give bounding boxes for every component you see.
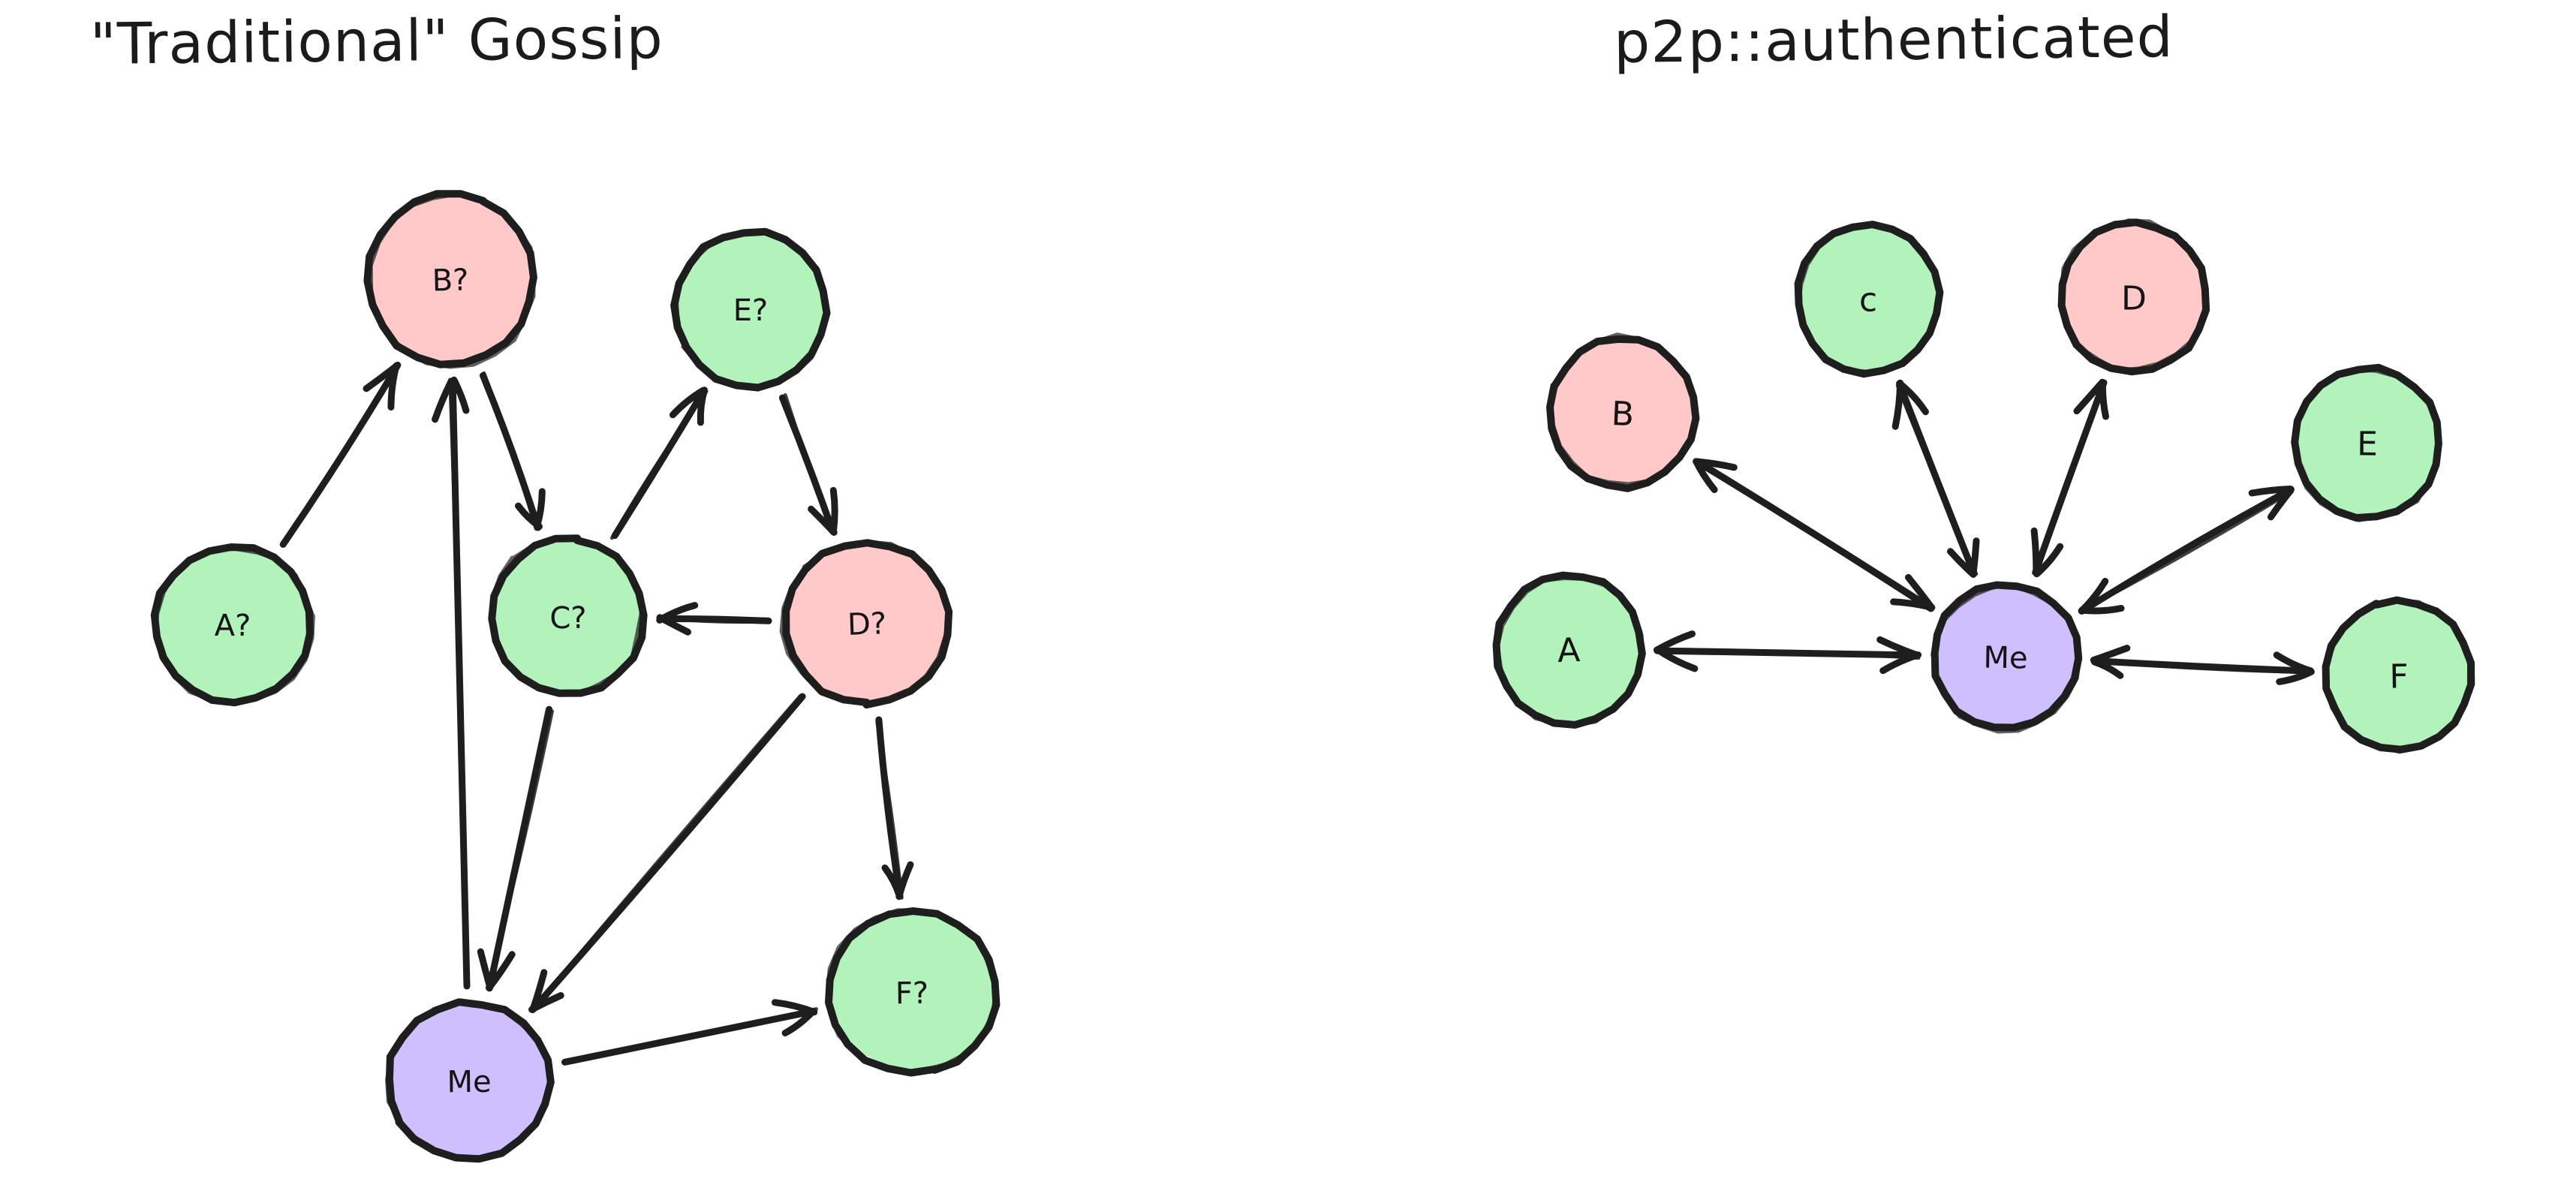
- edge-traditional-gossip-A-to-B: [279, 361, 402, 548]
- edge-traditional-gossip-D-to-F: [875, 716, 914, 901]
- node-traditional-gossip-A[interactable]: A?: [150, 543, 315, 707]
- edge-p2p-authenticated-Me-to-D: [2030, 378, 2109, 578]
- node-p2p-authenticated-D[interactable]: D: [2057, 218, 2210, 376]
- node-p2p-authenticated-F[interactable]: F: [2322, 596, 2475, 754]
- node-layer: A? B? C? D? E? F? Me: [150, 190, 1001, 1163]
- edge-layer: [279, 361, 914, 1066]
- edge-traditional-gossip-D-to-C: [656, 602, 772, 636]
- edge-p2p-authenticated-Me-to-B: [1693, 458, 1936, 612]
- node-traditional-gossip-C[interactable]: C?: [488, 534, 648, 697]
- edge-p2p-authenticated-Me-to-F: [2090, 645, 2315, 685]
- node-traditional-gossip-E[interactable]: E?: [670, 227, 831, 392]
- edge-traditional-gossip-C-to-E: [609, 386, 709, 540]
- edge-p2p-authenticated-Me-to-A: [1653, 630, 1922, 675]
- node-p2p-authenticated-A[interactable]: A: [1492, 571, 1646, 729]
- panel-traditional-gossip: A? B? C? D? E? F? Me: [150, 190, 1001, 1163]
- node-traditional-gossip-Me[interactable]: Me: [385, 998, 555, 1163]
- edge-traditional-gossip-Me-to-B: [432, 376, 471, 990]
- node-p2p-authenticated-B[interactable]: B: [1546, 332, 1700, 492]
- edge-traditional-gossip-B-to-C: [480, 371, 546, 531]
- edge-p2p-authenticated-Me-to-C: [1891, 379, 1980, 578]
- node-traditional-gossip-D[interactable]: D?: [779, 539, 953, 709]
- edge-traditional-gossip-Me-to-F: [561, 999, 818, 1066]
- node-traditional-gossip-F[interactable]: F?: [825, 907, 1001, 1077]
- node-p2p-authenticated-Me[interactable]: Me: [1930, 581, 2083, 734]
- edge-layer: [1653, 378, 2315, 685]
- edge-p2p-authenticated-Me-to-E: [2078, 486, 2295, 615]
- edge-traditional-gossip-D-to-Me: [528, 693, 806, 1013]
- node-p2p-authenticated-C[interactable]: c: [1794, 221, 1944, 378]
- node-traditional-gossip-B[interactable]: B?: [363, 190, 537, 369]
- node-p2p-authenticated-E[interactable]: E: [2291, 363, 2442, 522]
- edge-traditional-gossip-E-to-D: [778, 392, 838, 536]
- edge-traditional-gossip-C-to-Me: [477, 705, 554, 992]
